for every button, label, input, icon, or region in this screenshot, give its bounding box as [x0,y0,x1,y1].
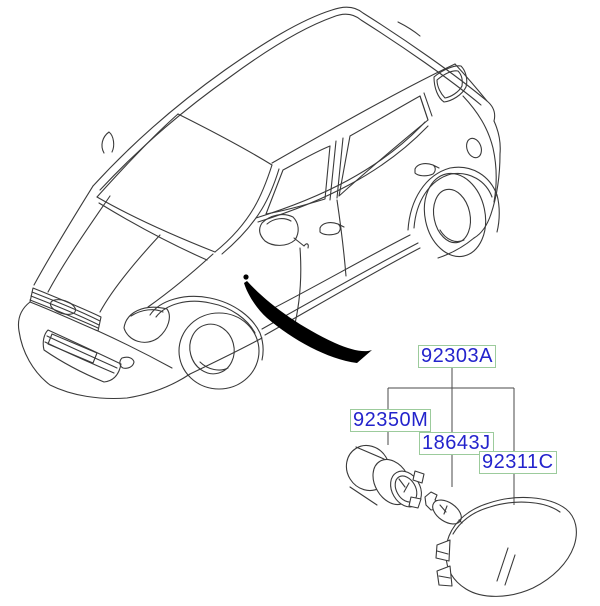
lens-reflection-marks [496,547,516,586]
roof-and-rails [92,6,496,191]
antenna-icon [101,131,115,154]
part-label-18643j[interactable]: 18643J [419,432,494,455]
socket-illustration [345,444,425,509]
windshield [96,113,280,261]
rear-quarter [462,95,501,239]
grille [29,287,102,332]
front-door-handle [319,222,345,236]
rear-door-handle [414,163,440,177]
rear-wheel [407,166,500,259]
part-label-92311c[interactable]: 92311C [479,451,557,474]
headlight [123,306,170,343]
front-wheel [149,295,264,390]
front-bumper [17,301,191,399]
vehicle-illustration [17,6,501,399]
lens-illustration [435,496,577,597]
side-mirror [259,214,309,249]
pointer-swoosh [244,281,372,363]
brand-logo-icon [49,299,77,315]
hood [33,185,214,313]
part-label-92303a[interactable]: 92303A [418,345,496,368]
fuel-door [466,137,482,159]
bulb-illustration [424,491,463,525]
side-glass-and-doors [189,63,488,375]
lamp-location-dot [243,274,249,280]
part-label-92350m[interactable]: 92350M [350,409,432,432]
